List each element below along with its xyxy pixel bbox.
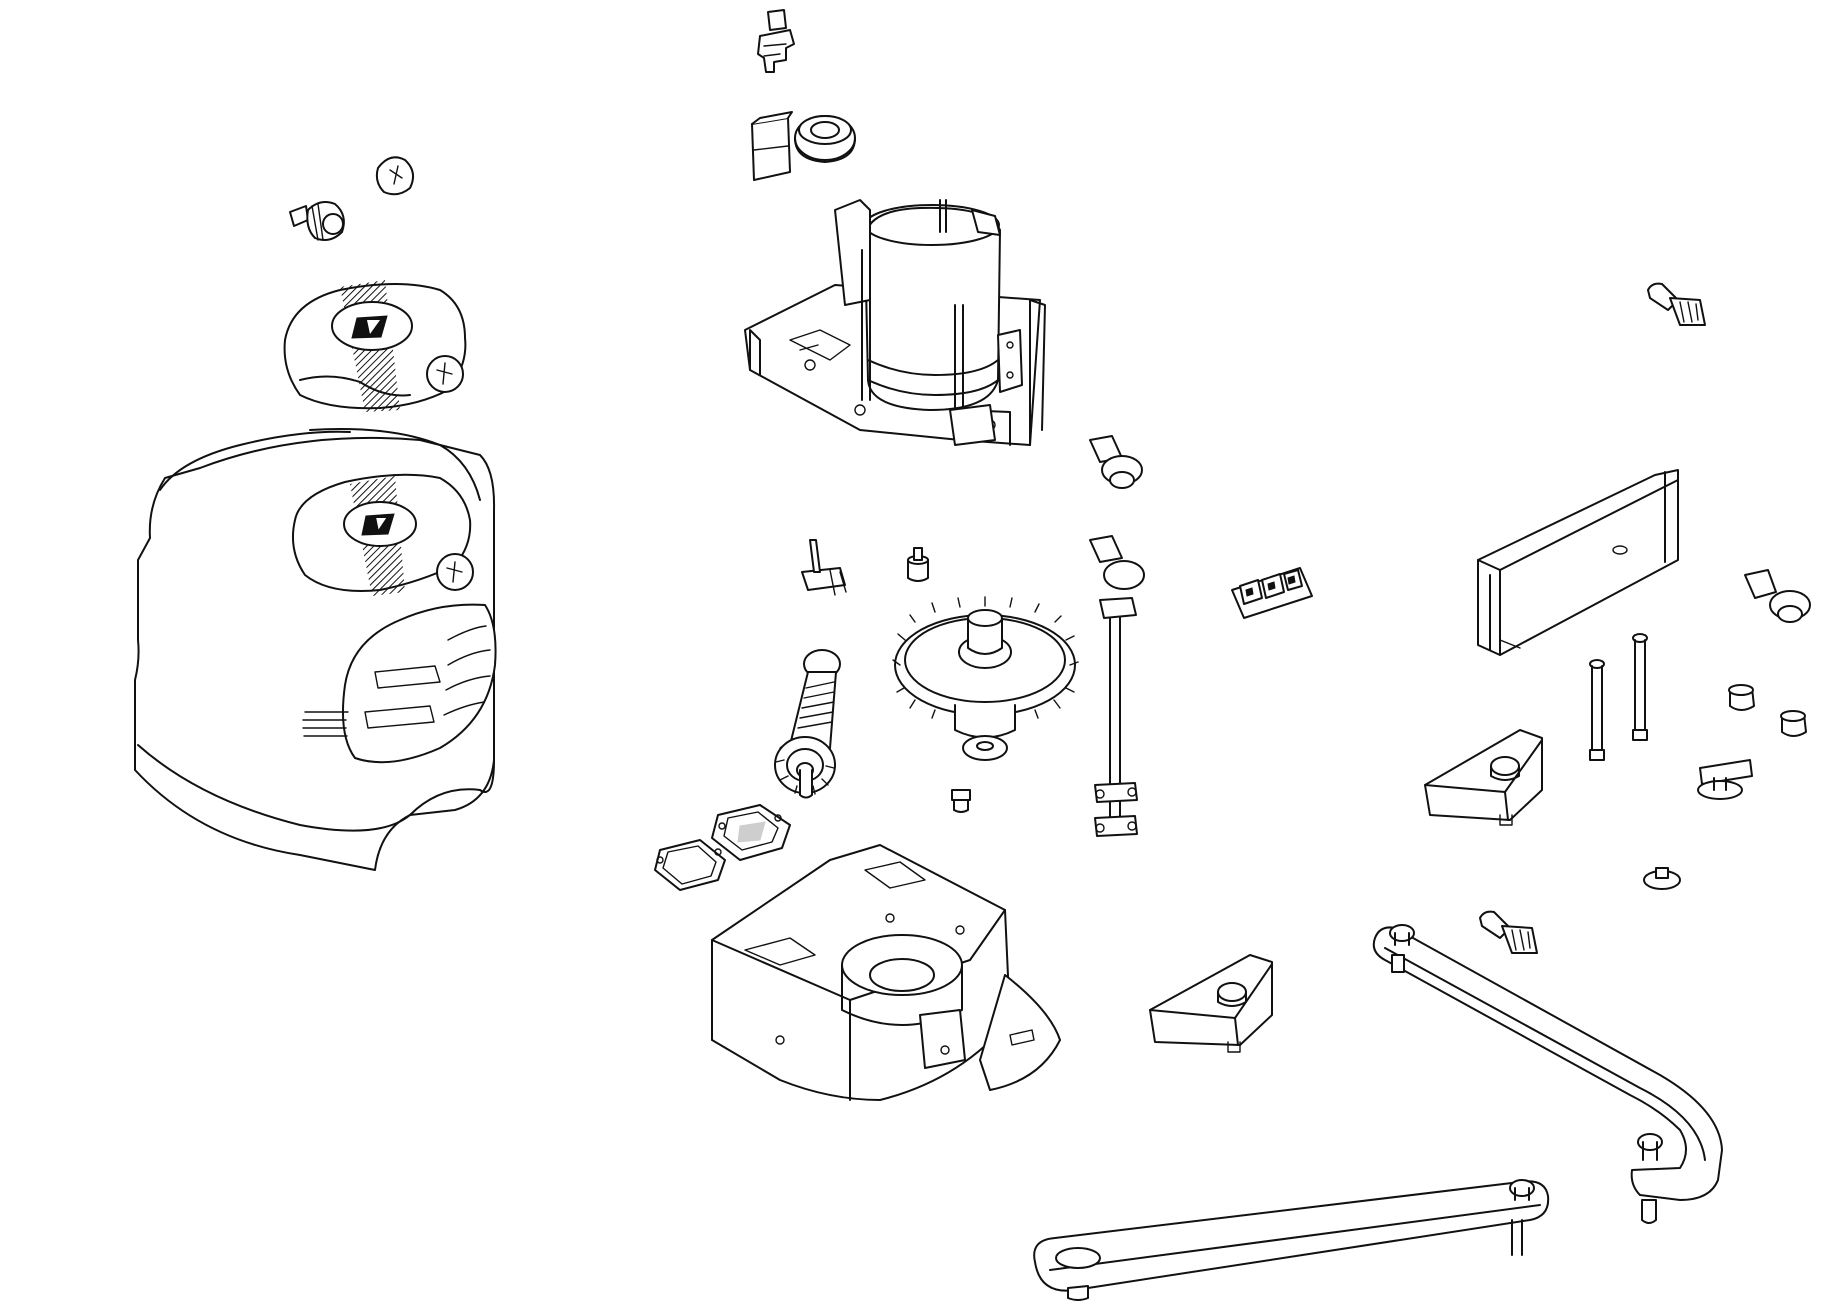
curved-arm bbox=[1372, 924, 1723, 1224]
seal-gaskets bbox=[654, 804, 791, 891]
long-screws bbox=[1589, 633, 1648, 761]
lock-cap bbox=[375, 156, 415, 196]
gear-bolt bbox=[951, 789, 971, 813]
mounting-bracket bbox=[1477, 469, 1679, 656]
cover-lid bbox=[283, 280, 467, 412]
encoder-assembly bbox=[751, 111, 856, 181]
stop-wedge-upper bbox=[1424, 729, 1543, 826]
tie-rod bbox=[1089, 535, 1145, 837]
key-lower bbox=[1479, 910, 1538, 954]
release-lock bbox=[289, 201, 345, 241]
limit-switch-block bbox=[757, 9, 795, 73]
motor-frame-assembly bbox=[744, 199, 1046, 446]
worm-screw bbox=[774, 649, 841, 799]
terminal-board bbox=[1231, 567, 1313, 619]
pin-nut bbox=[907, 547, 929, 582]
washer bbox=[1643, 867, 1681, 890]
release-lever bbox=[801, 539, 847, 596]
lever-pin bbox=[1697, 759, 1753, 800]
wing-nut-upper bbox=[1089, 435, 1143, 489]
wing-nut-right bbox=[1744, 569, 1811, 623]
straight-arm bbox=[1033, 1179, 1550, 1301]
base-frame bbox=[711, 844, 1061, 1101]
nuts-right bbox=[1728, 684, 1807, 737]
main-gear bbox=[892, 596, 1079, 761]
key-upper bbox=[1647, 282, 1706, 326]
cover-housing bbox=[134, 428, 497, 871]
stop-wedge-lower bbox=[1149, 954, 1273, 1053]
